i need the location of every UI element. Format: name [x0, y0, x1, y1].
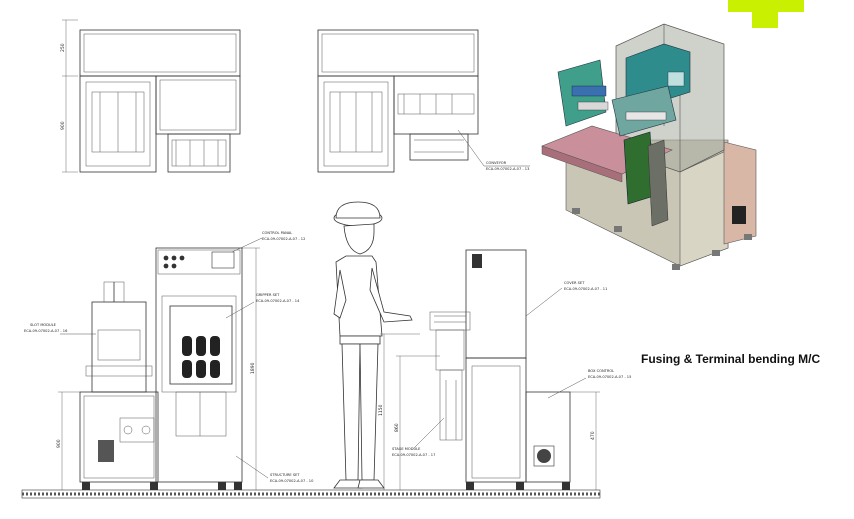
isometric-view: [541, 23, 757, 270]
label-conveyor: CONVEYOR: [486, 161, 507, 165]
operator-figure: [333, 201, 413, 489]
top-view-right: CONVEYOR ECA-09-07002-A-07 - 13: [317, 29, 530, 173]
dim-top-h2: 900: [60, 121, 66, 130]
dim-top-h1: 250: [60, 43, 66, 52]
label-structure: STRUCTURE SET: [270, 473, 300, 477]
label-control-panel-code: ECA-09-07002-A-07 - 12: [262, 237, 305, 241]
drawing-title: Fusing & Terminal bending M/C: [641, 352, 821, 366]
dim-front-lower: 900: [56, 439, 62, 448]
ground-line: [21, 489, 601, 499]
label-slot-module-code: ECA-09-07002-A-07 - 16: [24, 329, 68, 333]
front-view: SLOT MODULE ECA-09-07002-A-07 - 16 GRIPP…: [24, 231, 314, 490]
label-cover: COVER SET: [564, 281, 585, 285]
label-box-control: BOX CONTROL: [588, 369, 614, 373]
label-slot-module: SLOT MODULE: [30, 323, 57, 327]
label-cover-code: ECA-09-07002-A-07 - 11: [564, 287, 607, 291]
label-structure-code: ECA-09-07002-A-07 - 10: [270, 479, 314, 483]
logo-cross: [728, 0, 804, 28]
label-box-control-code: ECA-09-07002-A-07 - 15: [588, 375, 631, 379]
label-gripper-code: ECA-09-07002-A-07 - 14: [256, 299, 300, 303]
label-conveyor-code: ECA-09-07002-A-07 - 13: [486, 167, 529, 171]
dim-front-height: 1890: [250, 362, 256, 374]
label-stage-module: STAGE MODULE: [392, 447, 421, 451]
label-control-panel: CONTROL PANAL: [262, 231, 292, 235]
dim-side-h1: 1150: [378, 404, 384, 416]
top-view-left: 250 900: [60, 19, 241, 173]
dim-side-h3: 470: [590, 431, 596, 440]
label-stage-module-code: ECA-09-07002-A-07 - 17: [392, 453, 435, 457]
label-gripper: GRIPPER SET: [256, 293, 280, 297]
dim-side-h2: 860: [394, 423, 400, 432]
side-view: COVER SET ECA-09-07002-A-07 - 11 BOX CON…: [378, 249, 631, 490]
